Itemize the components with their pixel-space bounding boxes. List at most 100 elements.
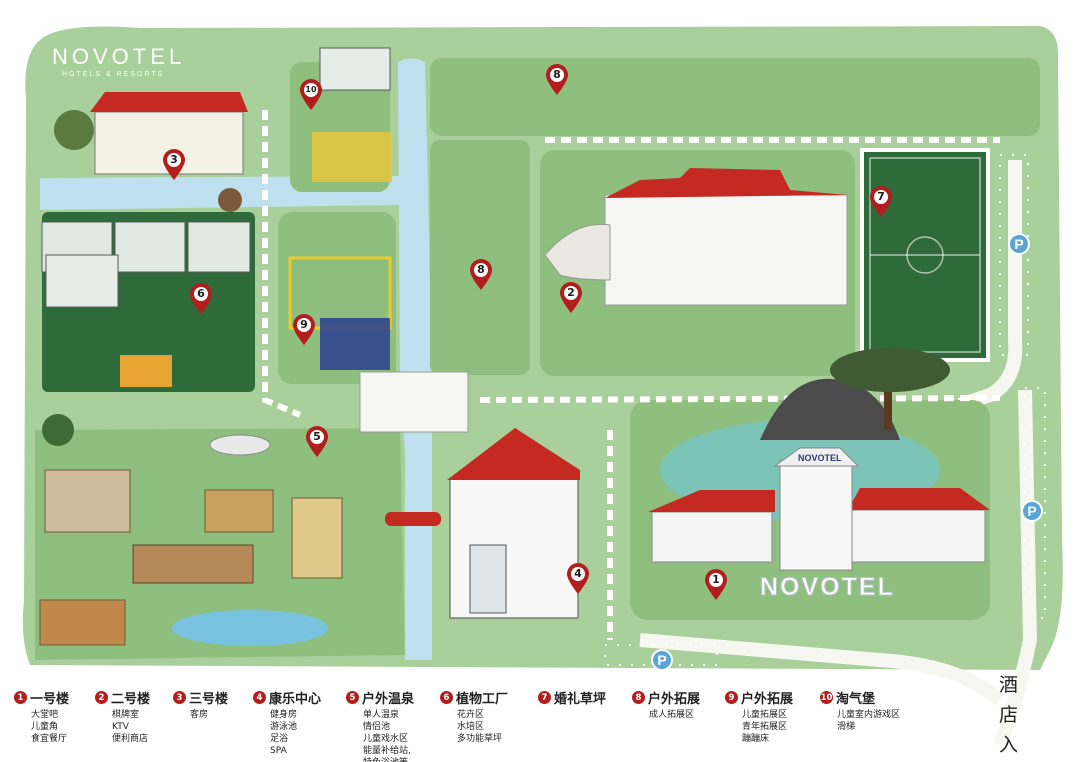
map-pin-center	[874, 190, 888, 204]
map-pin-center	[167, 153, 181, 167]
red-bridge	[385, 512, 441, 526]
map-pin-label: 5	[313, 430, 321, 443]
legend-subitem: 便利商店	[112, 734, 149, 744]
legend-subitems: 客房	[190, 709, 228, 721]
legend-subitems: 儿童室内游戏区滑梯	[837, 709, 900, 733]
legend-subitem: 水培区	[457, 722, 485, 732]
legend-subitem: 蹦蹦床	[742, 734, 770, 744]
building-1-right-wing	[849, 509, 986, 563]
greenhouse-4	[45, 254, 119, 308]
legend-subitem: 成人拓展区	[649, 710, 695, 720]
entrance-line-2: 入 口	[999, 734, 1025, 756]
building-4-body	[449, 477, 579, 619]
legend-title: 婚礼草坪	[554, 692, 607, 707]
greenhouse-2	[114, 221, 186, 273]
legend-subitem: 大堂吧	[31, 710, 59, 720]
wood-bench	[132, 544, 254, 584]
big-tree-crown	[830, 348, 950, 392]
map-pin-label: 6	[197, 287, 205, 300]
map-pin-center	[297, 318, 311, 332]
bottom-path	[639, 633, 1005, 706]
building-2-roof	[605, 168, 848, 198]
legend-subitem: 多功能草坪	[457, 734, 503, 744]
cabin	[120, 355, 172, 387]
building-3-roof	[90, 92, 248, 112]
legend-subitem: 青年拓展区	[742, 722, 788, 732]
parking-sign-north[interactable]: P	[1008, 233, 1030, 255]
legend-subitem: 客房	[190, 710, 209, 720]
legend-subitem: 花卉区	[457, 710, 485, 720]
legend-number-badge: 9	[725, 691, 738, 704]
legend-number-badge: 4	[253, 691, 266, 704]
map-pin-center	[310, 430, 324, 444]
legend-subitem: 棋牌室	[112, 710, 140, 720]
zone-8-top	[430, 58, 1040, 136]
legend-subitem: 健身房	[270, 710, 298, 720]
tub	[209, 434, 271, 456]
building-2-body	[604, 194, 848, 306]
parking-sign-south[interactable]: P	[651, 649, 673, 671]
legend-subitem: 情侣池	[363, 722, 391, 732]
building-1-right-roof	[848, 488, 990, 510]
legend-subitem: 游泳池	[270, 722, 298, 732]
brand-subtitle: HOTELS & RESORTS	[62, 71, 165, 78]
building-1-tower-roof	[773, 447, 860, 467]
legend-number-badge: 7	[538, 691, 551, 704]
parking-strip-3	[604, 644, 718, 666]
legend-subitem: 能量补给站,	[363, 746, 411, 756]
legend-title: 户外拓展	[648, 692, 701, 707]
map-pin-label: 2	[567, 286, 575, 299]
pavilion-2	[204, 489, 274, 533]
legend-number-badge: 5	[346, 691, 359, 704]
wooden-hut	[291, 497, 343, 579]
legend-title: 淘气堡	[836, 692, 876, 707]
legend-subitem: 儿童戏水区	[363, 734, 409, 744]
hotel-top-sign: NOVOTEL	[798, 453, 842, 463]
map-pin-center	[571, 567, 585, 581]
legend-number-badge: 6	[440, 691, 453, 704]
legend-subitems: 大堂吧儿童角食宜餐厅	[31, 709, 69, 745]
parking-sign-east[interactable]: P	[1021, 500, 1043, 522]
map-pin-label: 4	[574, 567, 582, 580]
legend-subitem: 食宜餐厅	[31, 734, 68, 744]
entrance-line-1: 酒 店	[999, 674, 1025, 726]
pool	[172, 610, 328, 646]
building-1-left-wing	[651, 511, 773, 563]
zone-8-mid	[430, 140, 530, 375]
legend-title: 户外拓展	[741, 692, 794, 707]
legend-title: 康乐中心	[269, 692, 322, 707]
amphitheater	[544, 223, 611, 281]
map-pin-label: 3	[170, 153, 178, 166]
building-4-roof	[447, 428, 580, 480]
legend-subitem: 滑梯	[837, 722, 856, 732]
map-pin-label: 10	[305, 85, 317, 94]
legend-title: 二号楼	[111, 692, 151, 707]
brand-logo: NOVOTEL	[52, 44, 186, 69]
map-pin-center	[564, 286, 578, 300]
building-1-tower	[779, 459, 853, 571]
walkway-mid	[479, 395, 1001, 403]
legend-subitem: 儿童拓展区	[742, 710, 788, 720]
right-path	[957, 160, 1023, 412]
